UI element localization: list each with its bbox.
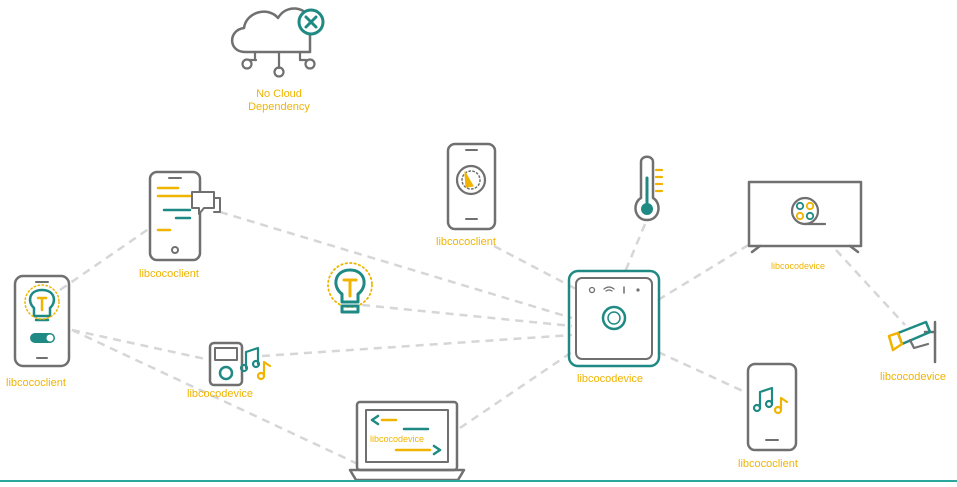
- cloud-caption-line2: Dependency: [248, 101, 310, 113]
- link-thermometer-to-hub: [623, 223, 647, 273]
- laptop-label: libcocodevice: [370, 434, 425, 444]
- hub-label: libcocodevice: [577, 373, 644, 385]
- phone-chat-label: libcococlient: [139, 268, 199, 280]
- thermometer-icon: [634, 155, 664, 222]
- cloud-caption: No Cloud Dependency: [240, 88, 318, 114]
- link-laptop-to-hub: [459, 350, 573, 430]
- security-camera-icon: [887, 320, 937, 364]
- phone-bulb-label: libcococlient: [6, 377, 66, 389]
- link-tv-to-camera: [835, 249, 906, 326]
- phone-gauge-label: libcococlient: [436, 236, 496, 248]
- link-ipod-to-hub: [261, 333, 573, 358]
- phone-bulb-toggle-icon: [13, 274, 71, 368]
- tv-film-icon: [747, 180, 863, 254]
- link-phone-bulb-to-laptop: [71, 328, 361, 467]
- cloud-off-icon: [230, 7, 325, 78]
- link-phone-bulb-to-phone-chat: [59, 226, 151, 292]
- link-phone-chat-to-hub: [219, 210, 573, 320]
- cloud-caption-line1: No Cloud: [256, 88, 302, 100]
- connections: [59, 210, 906, 467]
- ipod-label: libcocodevice: [187, 388, 254, 400]
- tv-label: libcocodevice: [771, 261, 826, 271]
- link-phone-gauge-to-hub: [493, 244, 579, 292]
- link-hub-to-phone-music: [657, 350, 746, 394]
- hub-icon: [567, 269, 661, 368]
- music-player-icon: [208, 341, 272, 387]
- phone-music-icon: [746, 362, 798, 452]
- bottom-rule: [0, 480, 957, 482]
- laptop-code-icon: [348, 400, 466, 482]
- lightbulb-icon: [327, 262, 373, 314]
- link-hub-to-tv: [657, 242, 751, 302]
- link-phone-bulb-to-ipod: [71, 328, 211, 362]
- phone-chat-icon: [148, 170, 221, 262]
- link-bulb-to-hub: [361, 303, 573, 328]
- phone-music-label: libcococlient: [738, 458, 798, 470]
- camera-label: libcocodevice: [880, 371, 947, 383]
- phone-gauge-icon: [446, 142, 497, 231]
